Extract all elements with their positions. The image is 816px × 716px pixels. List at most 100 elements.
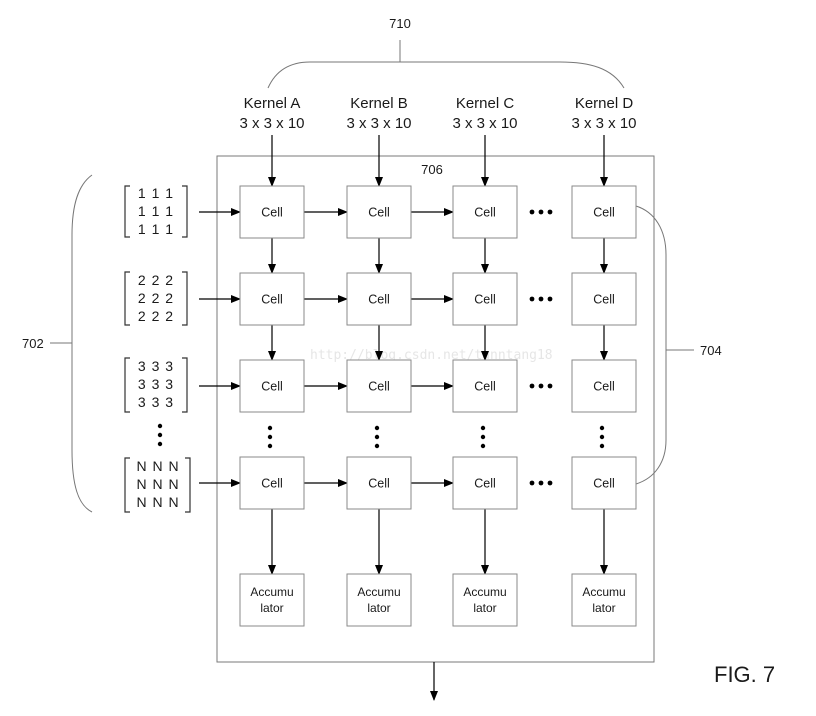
ellipsis-vertical-dot bbox=[267, 434, 273, 440]
cell-label: Cell bbox=[593, 293, 615, 307]
kernel-b-dims: 3 x 3 x 10 bbox=[346, 115, 411, 132]
figure-caption: FIG. 7 bbox=[714, 662, 775, 687]
cell-box bbox=[571, 185, 637, 239]
cell-label: Cell bbox=[593, 206, 615, 220]
accumulator-box bbox=[452, 573, 518, 627]
ellipsis-horizontal-dot bbox=[547, 296, 553, 302]
ellipsis-horizontal-dot bbox=[538, 383, 544, 389]
ellipsis-horizontal-dot bbox=[538, 480, 544, 486]
ellipsis-horizontal-dot bbox=[547, 209, 553, 215]
cell-box bbox=[452, 185, 518, 239]
cell-box bbox=[452, 359, 518, 413]
ellipsis-vertical-dot bbox=[599, 434, 605, 440]
cell-label: Cell bbox=[368, 380, 390, 394]
cell-label: Cell bbox=[368, 477, 390, 491]
matrix-bracket-right bbox=[182, 357, 188, 413]
right-brace bbox=[635, 205, 667, 485]
ellipsis-vertical-inputs bbox=[157, 423, 163, 447]
ellipsis-horizontal-dot bbox=[529, 296, 535, 302]
input-matrix-n: N N N N N N N N N bbox=[124, 457, 191, 513]
ellipsis-vertical-dot bbox=[480, 443, 486, 449]
cell-label: Cell bbox=[474, 477, 496, 491]
accumulator-label-line2: lator bbox=[367, 601, 390, 615]
input-matrix-2: 2 2 2 2 2 2 2 2 2 bbox=[124, 271, 188, 326]
ellipsis-vertical-dot bbox=[374, 434, 380, 440]
matrix-row: 1 1 1 bbox=[138, 221, 174, 237]
accumulator-box bbox=[571, 573, 637, 627]
input-matrix-1: 1 1 1 1 1 1 1 1 1 bbox=[124, 185, 188, 238]
matrix-row: N N N bbox=[136, 494, 179, 510]
ellipsis-vertical-dot bbox=[374, 425, 380, 431]
label-704: 704 bbox=[700, 343, 722, 358]
accumulator-label-line2: lator bbox=[260, 601, 283, 615]
accumulator-label-line1: Accumu bbox=[250, 585, 293, 599]
matrix-bracket-right bbox=[185, 457, 191, 513]
kernel-a-name: Kernel A bbox=[244, 95, 301, 112]
cell-box bbox=[346, 359, 412, 413]
cell-box bbox=[239, 359, 305, 413]
label-710: 710 bbox=[389, 16, 411, 31]
matrix-bracket-left bbox=[124, 271, 130, 326]
matrix-bracket-left bbox=[124, 185, 130, 238]
top-brace bbox=[267, 61, 625, 89]
ellipsis-horizontal-dot bbox=[547, 383, 553, 389]
cell-box bbox=[571, 272, 637, 326]
cell-label: Cell bbox=[261, 206, 283, 220]
matrix-row: 2 2 2 bbox=[138, 308, 174, 324]
matrix-row: 3 3 3 bbox=[138, 358, 174, 374]
cell-label: Cell bbox=[261, 380, 283, 394]
matrix-bracket-right bbox=[182, 185, 188, 238]
accumulator-label-line1: Accumu bbox=[357, 585, 400, 599]
cell-box bbox=[239, 272, 305, 326]
matrix-row: 1 1 1 bbox=[138, 203, 174, 219]
accumulator-label-line2: lator bbox=[592, 601, 615, 615]
cell-box bbox=[452, 456, 518, 510]
accumulator-box bbox=[239, 573, 305, 627]
cell-label: Cell bbox=[593, 477, 615, 491]
accumulator-label-line1: Accumu bbox=[463, 585, 506, 599]
matrix-bracket-right bbox=[182, 271, 188, 326]
cell-box bbox=[346, 456, 412, 510]
cell-label: Cell bbox=[261, 477, 283, 491]
label-706: 706 bbox=[421, 162, 443, 177]
matrix-row: N N N bbox=[136, 458, 179, 474]
ellipsis-vertical-dot bbox=[480, 434, 486, 440]
watermark: http://blog.csdn.net/tanntang18 bbox=[310, 348, 553, 363]
cell-label: Cell bbox=[474, 206, 496, 220]
accumulator-label-line1: Accumu bbox=[582, 585, 625, 599]
cell-label: Cell bbox=[368, 293, 390, 307]
kernel-d-name: Kernel D bbox=[575, 95, 634, 112]
cell-box bbox=[239, 456, 305, 510]
cell-box bbox=[346, 272, 412, 326]
cell-label: Cell bbox=[261, 293, 283, 307]
kernel-d-dims: 3 x 3 x 10 bbox=[571, 115, 636, 132]
accumulator-label-line2: lator bbox=[473, 601, 496, 615]
ellipsis-horizontal-dot bbox=[529, 383, 535, 389]
cell-box bbox=[452, 272, 518, 326]
label-702: 702 bbox=[22, 336, 44, 351]
ellipsis-horizontal-dot bbox=[538, 296, 544, 302]
cell-box bbox=[571, 359, 637, 413]
matrix-row: 2 2 2 bbox=[138, 290, 174, 306]
matrix-row: 3 3 3 bbox=[138, 376, 174, 392]
kernel-b-name: Kernel B bbox=[350, 95, 408, 112]
array-boundary bbox=[216, 155, 655, 663]
matrix-row: 3 3 3 bbox=[138, 394, 174, 410]
ellipsis-vertical-dot bbox=[267, 425, 273, 431]
accumulator-box bbox=[346, 573, 412, 627]
ellipsis-vertical-dot bbox=[374, 443, 380, 449]
cell-box bbox=[346, 185, 412, 239]
matrix-row: 1 1 1 bbox=[138, 185, 174, 201]
input-matrix-3: 3 3 3 3 3 3 3 3 3 bbox=[124, 357, 188, 413]
ellipsis-horizontal-dot bbox=[547, 480, 553, 486]
kernel-c-name: Kernel C bbox=[456, 95, 515, 112]
cell-box bbox=[239, 185, 305, 239]
matrix-row: N N N bbox=[136, 476, 179, 492]
cell-box bbox=[571, 456, 637, 510]
ellipsis-vertical-dot bbox=[599, 425, 605, 431]
ellipsis-vertical-dot bbox=[480, 425, 486, 431]
left-brace bbox=[71, 174, 93, 513]
kernel-a-dims: 3 x 3 x 10 bbox=[239, 115, 304, 132]
